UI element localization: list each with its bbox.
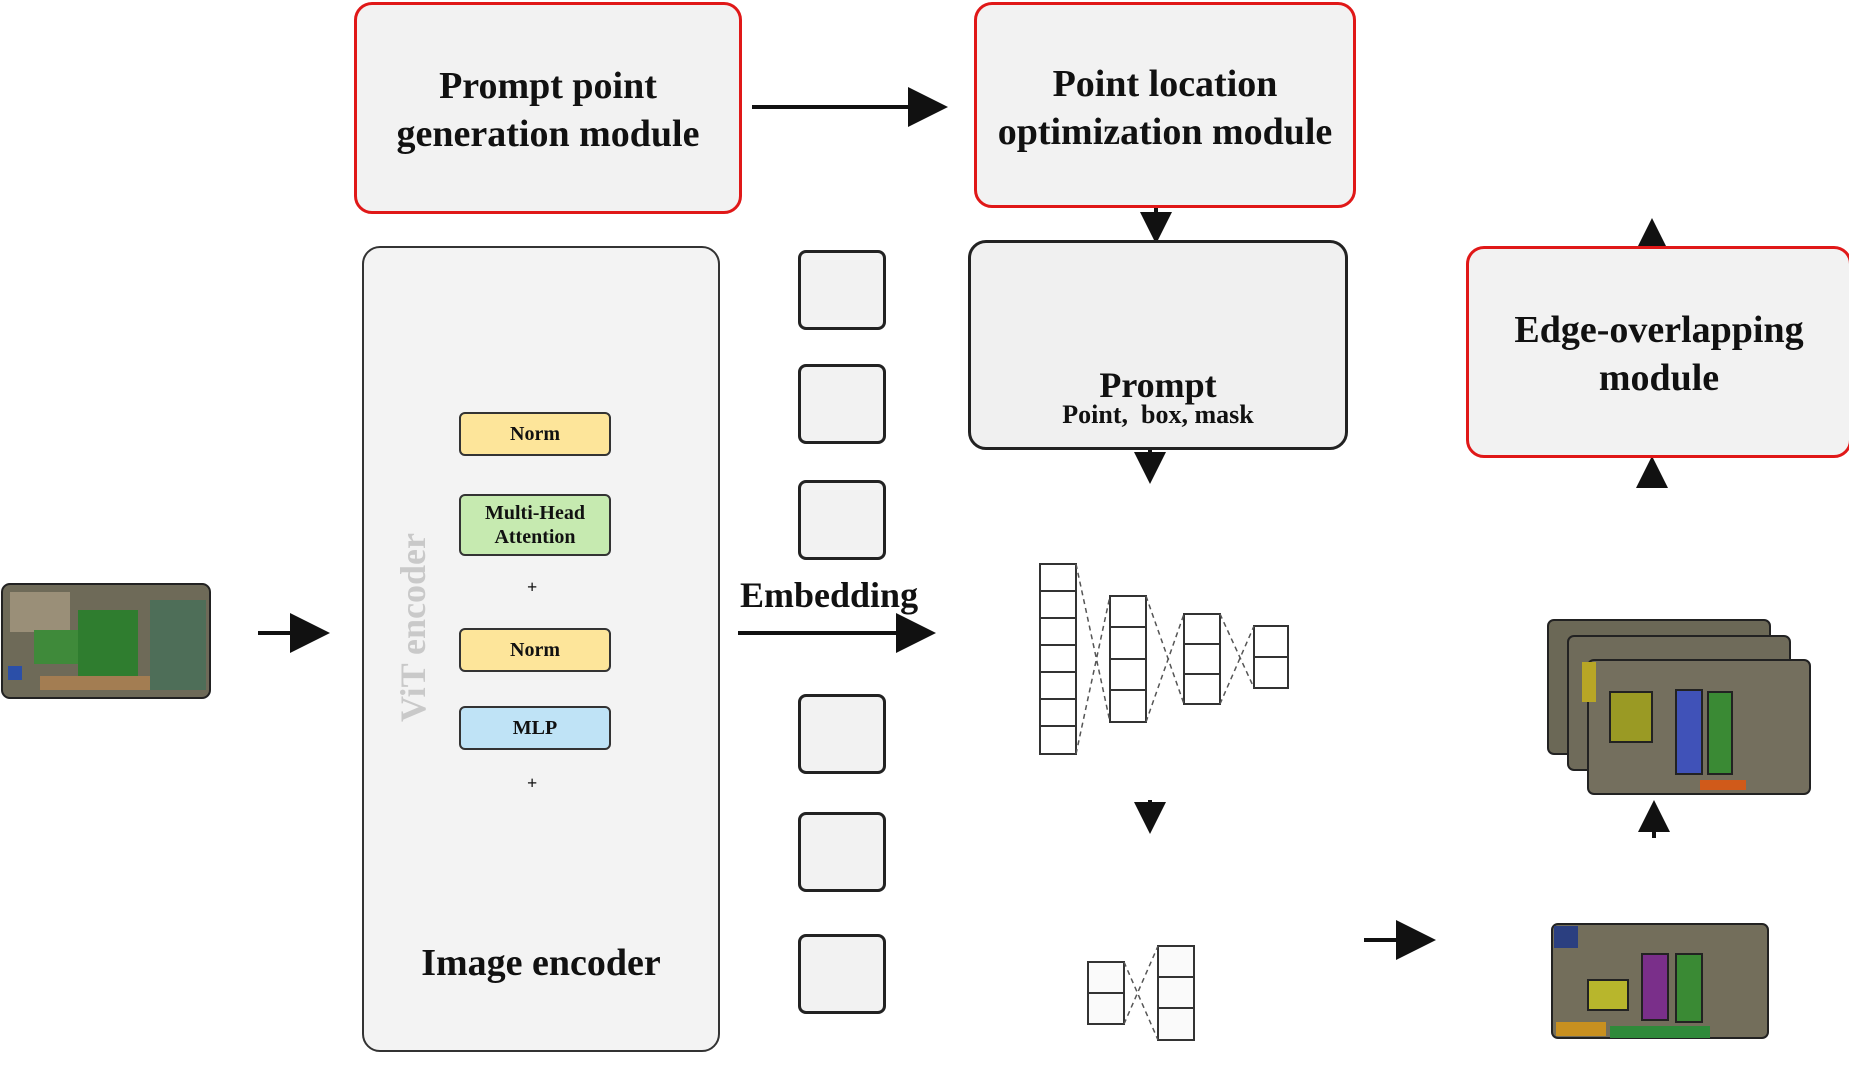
norm-block-1: Norm <box>459 412 611 456</box>
edge-overlapping-label: Edge-overlapping module <box>1514 309 1804 399</box>
prompt-point-generation-module: Prompt point generation module <box>354 2 742 214</box>
embedding-token-2 <box>798 364 886 444</box>
input-satellite-image <box>1 583 211 699</box>
prompt-subtitle: Point, box, mask <box>1062 400 1254 429</box>
point-location-optimization-label: Point location optimization module <box>997 63 1333 153</box>
embedding-token-6 <box>798 934 886 1014</box>
norm-block-2: Norm <box>459 628 611 672</box>
pf-multitemporal-stack <box>1547 619 1811 795</box>
embedding-token-5 <box>798 812 886 892</box>
vit-encoder-side-label: ViT encoder <box>393 533 433 722</box>
embedding-token-1 <box>798 250 886 330</box>
plus-label-2: + <box>527 773 538 793</box>
edge-overlapping-module: Edge-overlapping module <box>1466 246 1849 458</box>
plus-label-1: + <box>527 577 538 597</box>
mask-decoder-network <box>1087 945 1195 1041</box>
multi-head-attention-block: Multi-Head Attention <box>459 494 611 556</box>
prompt-encoder-network <box>1039 563 1289 755</box>
prompt-panel: Prompt Point, box, mask <box>968 240 1348 450</box>
image-encoder-caption: Image encoder <box>421 942 661 984</box>
embedding-token-3 <box>798 480 886 560</box>
embedding-label: Embedding <box>740 575 919 615</box>
pf-single-image <box>1551 923 1769 1039</box>
mlp-block: MLP <box>459 706 611 750</box>
prompt-title: Prompt <box>1099 365 1217 405</box>
prompt-point-generation-label: Prompt point generation module <box>396 65 700 155</box>
point-location-optimization-module: Point location optimization module <box>974 2 1356 208</box>
embedding-token-4 <box>798 694 886 774</box>
